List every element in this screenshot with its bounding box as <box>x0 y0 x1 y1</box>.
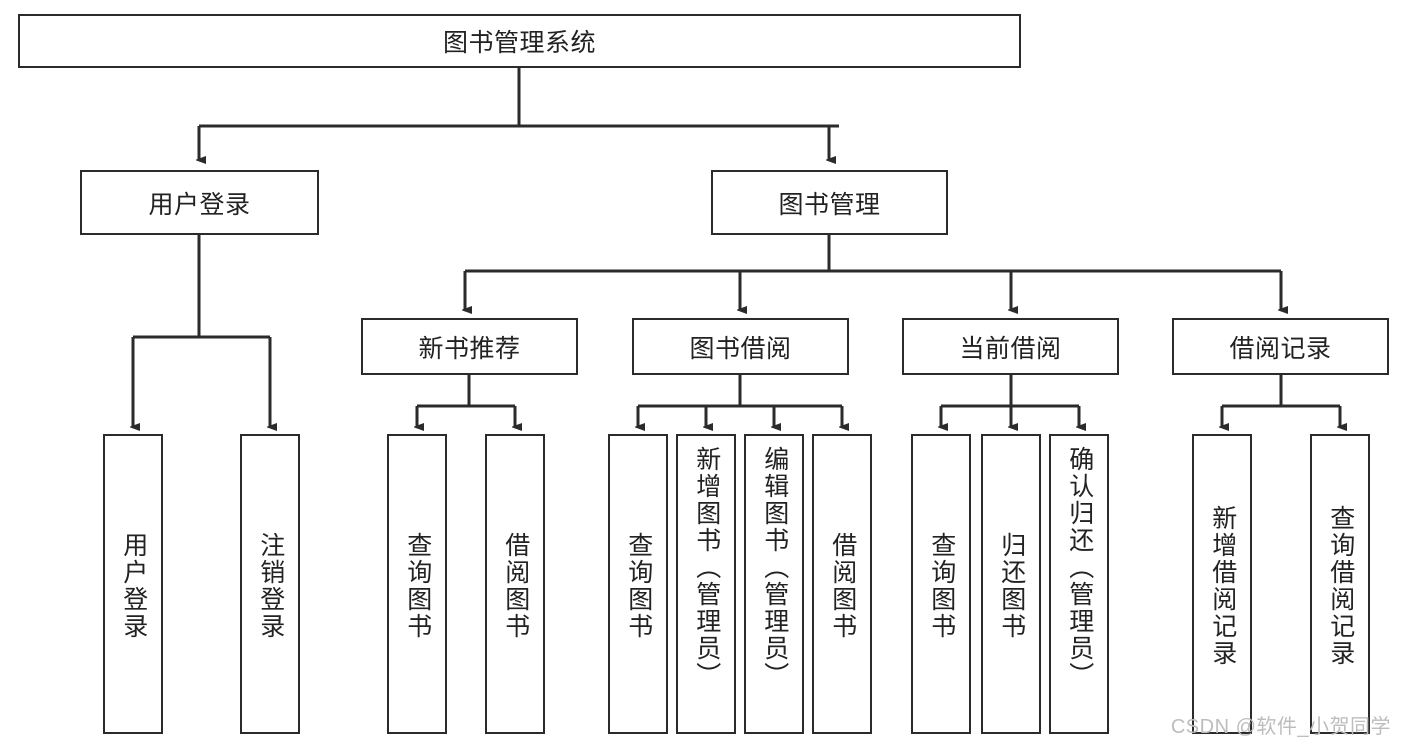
leaf-label: 新增图书（管理员） <box>692 446 721 689</box>
leaf-query-book-borrow[interactable]: 查询图书 <box>608 434 668 734</box>
node-book-management[interactable]: 图书管理 <box>711 170 948 235</box>
leaf-label: 查询图书 <box>403 532 432 640</box>
leaf-edit-book-admin[interactable]: 编辑图书（管理员） <box>744 434 804 734</box>
node-current-borrow[interactable]: 当前借阅 <box>902 318 1119 375</box>
node-label: 图书管理 <box>778 190 881 219</box>
leaf-label: 查询借阅记录 <box>1326 505 1355 667</box>
node-label: 新书推荐 <box>418 334 521 363</box>
leaf-label: 借阅图书 <box>501 532 530 640</box>
leaf-label: 借阅图书 <box>828 532 857 640</box>
leaf-return-book[interactable]: 归还图书 <box>981 434 1041 734</box>
leaf-label: 归还图书 <box>997 532 1026 640</box>
node-user-login[interactable]: 用户登录 <box>80 170 319 235</box>
node-label: 借阅记录 <box>1229 334 1332 363</box>
leaf-label: 编辑图书（管理员） <box>760 446 789 689</box>
leaf-label: 查询图书 <box>624 532 653 640</box>
node-borrow-record[interactable]: 借阅记录 <box>1172 318 1389 375</box>
leaf-logout[interactable]: 注销登录 <box>240 434 300 734</box>
leaf-label: 确认归还（管理员） <box>1065 446 1094 689</box>
leaf-label: 用户登录 <box>119 532 148 640</box>
leaf-label: 查询图书 <box>927 532 956 640</box>
leaf-add-borrow-record[interactable]: 新增借阅记录 <box>1192 434 1252 734</box>
node-label: 用户登录 <box>148 190 251 219</box>
leaf-label: 新增借阅记录 <box>1208 505 1237 667</box>
leaf-borrow-book-recommend[interactable]: 借阅图书 <box>485 434 545 734</box>
watermark-text: CSDN @软件_小贺同学 <box>1170 716 1391 738</box>
node-label: 图书管理系统 <box>442 29 596 57</box>
node-new-book-recommend[interactable]: 新书推荐 <box>361 318 578 375</box>
node-book-borrow[interactable]: 图书借阅 <box>632 318 849 375</box>
node-root-book-management-system[interactable]: 图书管理系统 <box>18 14 1021 68</box>
leaf-borrow-book[interactable]: 借阅图书 <box>812 434 872 734</box>
leaf-label: 注销登录 <box>256 532 285 640</box>
leaf-query-book-current[interactable]: 查询图书 <box>911 434 971 734</box>
node-label: 当前借阅 <box>959 334 1062 363</box>
leaf-query-book-recommend[interactable]: 查询图书 <box>387 434 447 734</box>
node-label: 图书借阅 <box>689 334 792 363</box>
leaf-add-book-admin[interactable]: 新增图书（管理员） <box>676 434 736 734</box>
leaf-user-login[interactable]: 用户登录 <box>103 434 163 734</box>
leaf-query-borrow-record[interactable]: 查询借阅记录 <box>1310 434 1370 734</box>
leaf-confirm-return-admin[interactable]: 确认归还（管理员） <box>1049 434 1109 734</box>
